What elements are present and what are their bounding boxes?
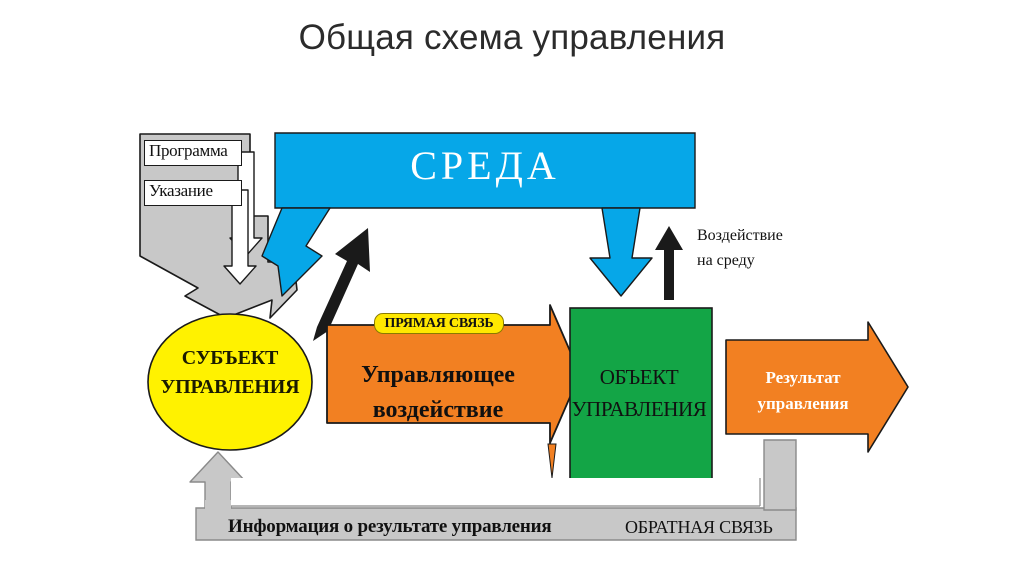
environment-label: СРЕДА [410, 143, 560, 188]
subject-ellipse-shape [147, 313, 313, 451]
result-label-line-2: управления [757, 394, 849, 414]
input-connector-arrows [223, 151, 263, 285]
direct-link-badge: ПРЯМАЯ СВЯЗЬ [374, 313, 504, 334]
subject-label: СУБЪЕКТ УПРАВЛЕНИЯ [150, 344, 310, 402]
page-title: Общая схема управления [298, 18, 726, 57]
object-to-environment-arrow [655, 226, 683, 300]
subject-label-line-1: СУБЪЕКТ [181, 347, 279, 369]
control-action-arrow-shape [326, 304, 581, 444]
control-arrow-drip [547, 443, 557, 479]
object-label-line-2: УПРАВЛЕНИЯ [571, 396, 707, 421]
subject-label-line-2: УПРАВЛЕНИЯ [160, 376, 300, 398]
control-action-label: Управляющее воздействие [338, 358, 538, 428]
feedback-bar-shape [189, 439, 797, 541]
impact-on-environment-note: Воздействие на среду [697, 224, 783, 274]
control-action-line-2: воздействие [372, 396, 504, 423]
feedback-info-label: Информация о результате управления [228, 516, 552, 537]
input-label-ukazanie: Указание [144, 180, 242, 206]
impact-note-line-2: на среду [697, 251, 755, 269]
result-label-line-1: Результат [765, 368, 841, 387]
object-box-shape [569, 307, 713, 481]
input-label-programma: Программа [144, 140, 242, 166]
control-action-line-1: Управляющее [361, 362, 515, 388]
subject-to-environment-arrow [313, 228, 370, 341]
result-arrow-shape [725, 321, 909, 453]
feedback-link-label: ОБРАТНАЯ СВЯЗЬ [625, 517, 773, 537]
impact-note-line-1: Воздействие [697, 227, 783, 244]
object-label: ОБЪЕКТ УПРАВЛЕНИЯ [568, 362, 710, 425]
result-label: Результат управления [738, 365, 868, 418]
object-label-line-1: ОБЪЕКТ [599, 365, 679, 389]
environment-banner-shape [261, 132, 696, 297]
